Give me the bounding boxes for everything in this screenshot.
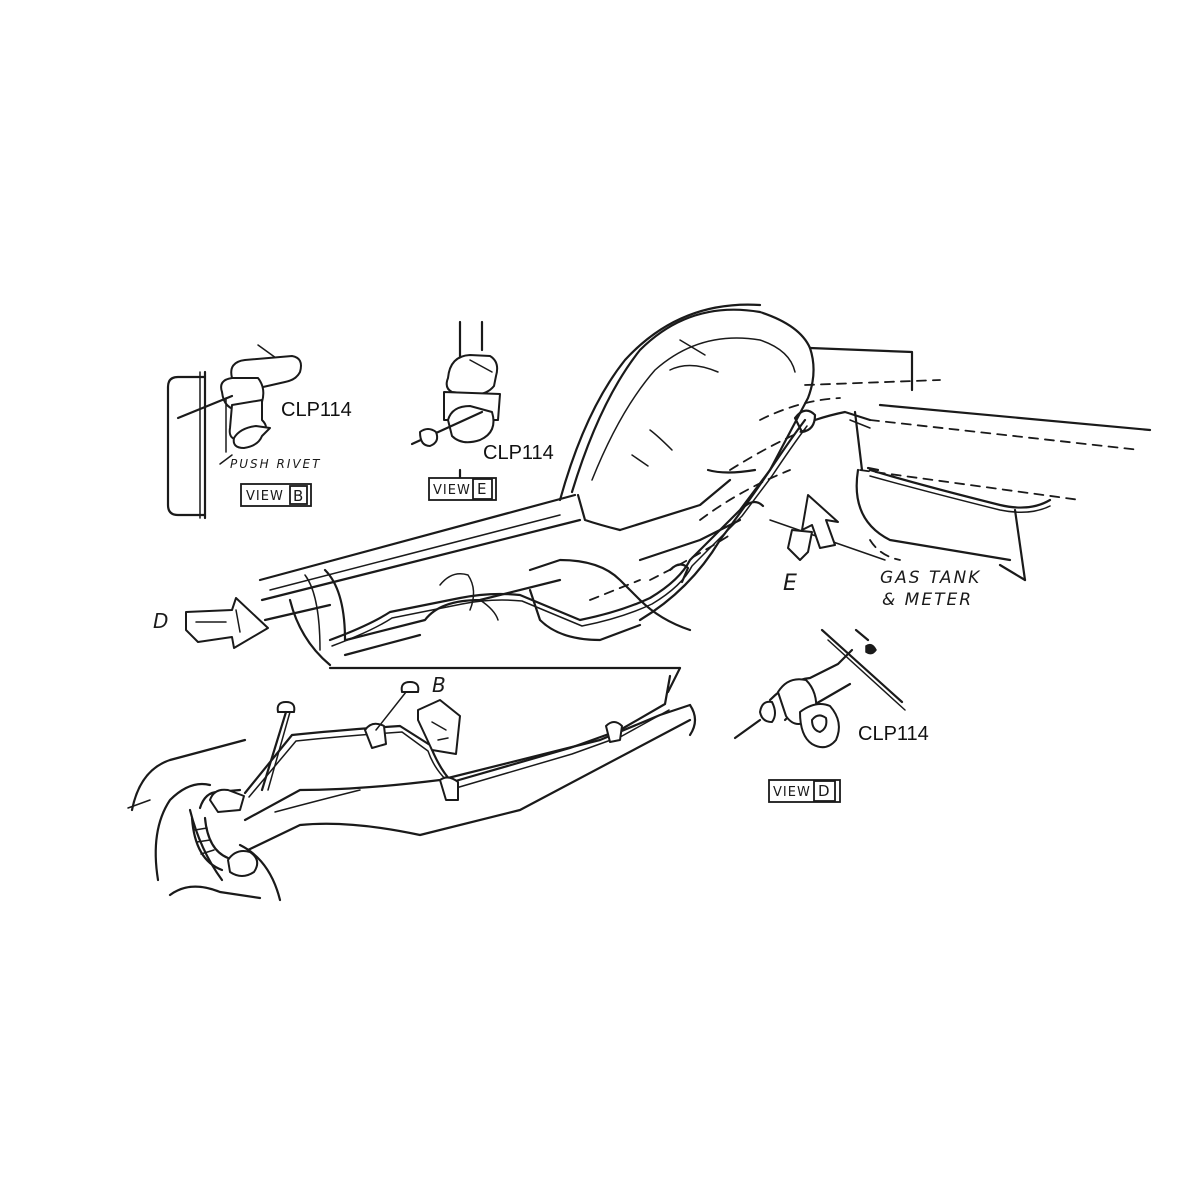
view-b-detail: PUSH RIVET VIEW B CLP114 [166,344,352,520]
svg-text:E: E [477,480,486,498]
svg-text:VIEW: VIEW [433,483,471,498]
clp114-label-view-e: CLP114 [483,442,554,464]
arrow-b: B [417,673,461,755]
arrow-d: D [153,597,269,649]
gas-tank-note-line2: & METER [882,590,973,610]
frame-rail-assembly [258,303,1152,667]
view-b-tag: VIEW B [240,483,312,507]
gas-tank-note-line1: GAS TANK [880,568,981,588]
arrow-b-label: B [432,673,448,697]
view-d-tag: VIEW D [768,779,841,803]
clp114-label-view-d: CLP114 [858,723,929,745]
svg-text:D: D [818,782,830,800]
arrow-e-label: E [783,571,799,596]
arrow-e: E [783,494,839,596]
push-rivet-note: PUSH RIVET [230,457,321,471]
arrow-d-label: D [153,609,170,633]
view-d-detail: CLP114 VIEW D [733,628,929,803]
svg-text:VIEW: VIEW [773,785,811,800]
lower-frame-detail [127,674,697,902]
svg-text:B: B [293,487,303,505]
view-e-detail: CLP114 VIEW E [410,320,554,501]
zoom-line-right [666,666,682,694]
svg-text:VIEW: VIEW [246,489,284,504]
clp114-label-view-b: CLP114 [281,399,352,421]
view-e-tag: VIEW E [428,477,497,501]
